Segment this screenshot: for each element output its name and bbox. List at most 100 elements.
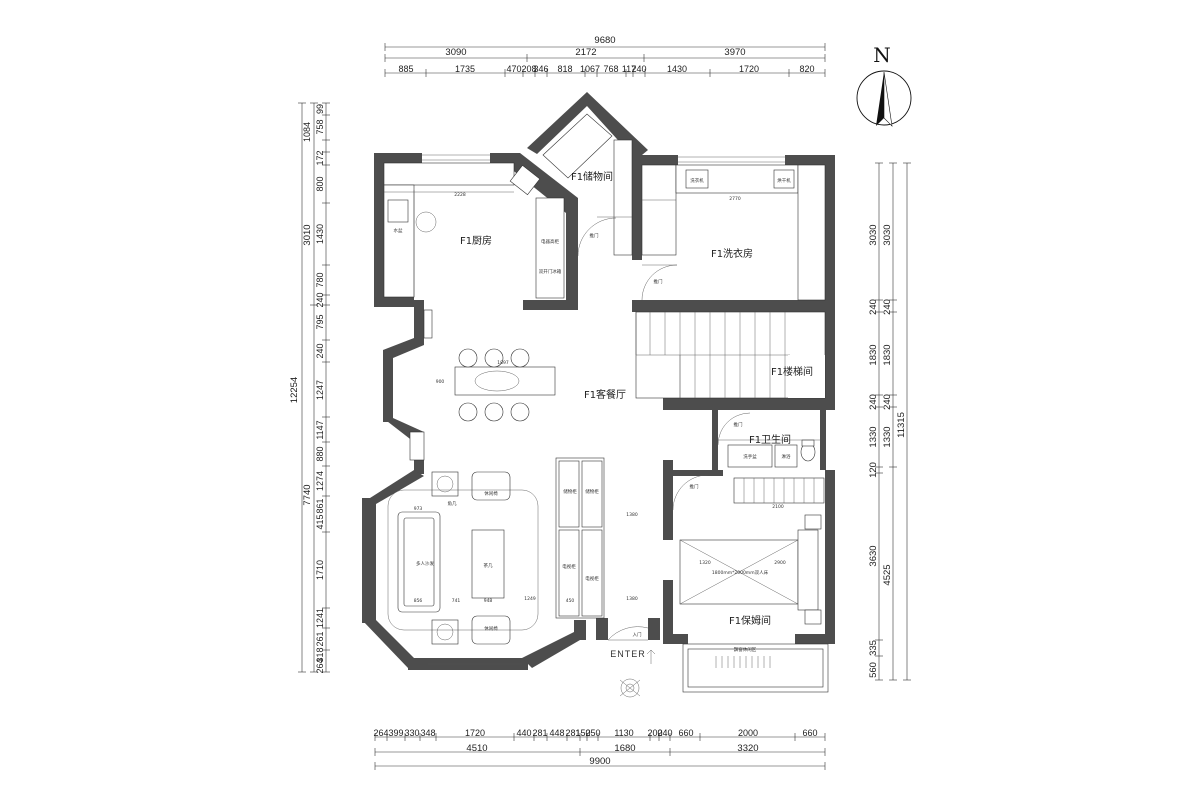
bathroom-furniture: F1卫生间 洗手盆 淋浴 推门: [717, 412, 820, 468]
living-storage-label-2: 储物柜: [585, 488, 599, 495]
kitchen-sink-label: 水盆: [394, 227, 403, 234]
dim-right-total: 11315: [896, 412, 907, 438]
room-nanny: F1保姆间: [729, 614, 771, 627]
nanny-bed-label: 1800mm*2000mm双人床: [712, 569, 769, 576]
laundry-furniture: 洗衣机 烘干机 2770 F1洗衣房 推门: [641, 164, 826, 301]
dim-left-d3: 1084: [302, 122, 312, 142]
living-chair-label-1: 休闲椅: [484, 490, 498, 497]
dim-right-m2-2: 240: [882, 299, 893, 315]
dim-bot-d1: 264: [373, 728, 388, 738]
living-storage-label: 储物柜: [563, 488, 577, 495]
dim-left-d7: 1430: [315, 224, 325, 244]
dim-left-d20: 1710: [315, 560, 325, 580]
north-label: N: [873, 43, 891, 67]
room-laundry: F1洗衣房: [711, 247, 753, 260]
living-dim-8: 1380: [626, 596, 638, 602]
north-arrow: N: [856, 43, 912, 127]
nanny-push-door: 推门: [690, 483, 699, 490]
laundry-dryer-label: 烘干机: [777, 177, 791, 184]
entrance: 入门 ENTER: [607, 626, 656, 698]
living-dim-6: 450: [566, 598, 575, 604]
dim-left-d17: 1274: [315, 471, 325, 491]
bathroom-shower-label: 淋浴: [782, 453, 791, 460]
laundry-washer-label: 洗衣机: [690, 177, 704, 184]
dim-bot-d5: 1720: [465, 728, 485, 738]
entry-door-label: 入门: [633, 631, 642, 638]
dim-top-d9: 117: [622, 64, 636, 74]
living-dim-2: 973: [414, 506, 423, 512]
living-dining-furniture: 1897 900 储物柜 储物柜 电视柜 电视柜 多人沙发 茶几 角几 休闲椅 …: [387, 309, 638, 645]
dim-left-d21: 1241: [315, 608, 325, 628]
room-stair: F1楼梯间: [771, 365, 813, 378]
living-tv-label-2: 电视柜: [585, 575, 599, 582]
dim-right-m9: 335: [868, 640, 879, 656]
dim-top-d3: 470: [506, 64, 521, 74]
dim-top-mid-1: 3090: [445, 47, 466, 58]
dim-left-d16: 880: [315, 446, 325, 461]
room-bathroom: F1卫生间: [749, 433, 791, 446]
dim-bot-d8: 448: [549, 728, 564, 738]
living-tv-label: 电视柜: [562, 563, 576, 570]
dim-bot-d12: 1130: [614, 728, 633, 738]
storage-furniture: F1储物间 推门: [542, 113, 633, 257]
dim-bot-d11: 250: [585, 728, 600, 738]
walls: [362, 92, 835, 670]
dim-right-m1: 3030: [868, 224, 879, 245]
enter-label: ENTER: [610, 649, 646, 659]
laundry-push-door: 推门: [654, 278, 663, 285]
dim-top-d2: 1735: [455, 64, 475, 74]
dim-right-m2-5: 1330: [882, 426, 893, 447]
dim-bot-d14: 240: [657, 728, 672, 738]
dim-top-d7: 1067: [580, 64, 600, 74]
living-dim-3: 856: [414, 598, 423, 604]
nanny-window-seat: 飘窗休闲区: [734, 646, 757, 653]
left-dimensions: 12254 3010 7740 99 758 1084 172 800 1430…: [289, 102, 330, 674]
bottom-dimensions: 264 399 330 348 1720 440 281 448 281 150…: [373, 728, 826, 770]
kitchen-oven-label: 电器高柜: [541, 238, 559, 245]
dim-left-d2: 758: [315, 119, 325, 134]
room-kitchen: F1厨房: [460, 234, 492, 247]
dim-bot-m2: 1680: [614, 743, 635, 754]
stair-room: F1楼梯间: [635, 311, 826, 399]
living-dim-1: 1249: [524, 596, 536, 602]
dim-bot-d15: 660: [678, 728, 693, 738]
dim-left-d1: 99: [315, 104, 325, 114]
dim-top-d10: 240: [631, 64, 646, 74]
storage-push-door: 推门: [590, 232, 599, 239]
bathroom-push-door: 推门: [734, 421, 743, 428]
living-dim-4: 741: [452, 598, 461, 604]
dim-bot-d10: 150: [575, 728, 590, 738]
living-dim-7: 1380: [626, 512, 638, 518]
right-dimensions: 11315 3030 240 1830 240 1330 4525 3030 2…: [868, 162, 911, 681]
dim-bot-m1: 4510: [466, 743, 487, 754]
dim-top-mid-3: 3970: [724, 47, 745, 58]
dim-top-d5: 346: [533, 64, 548, 74]
nanny-dim-1: 2900: [774, 560, 786, 566]
dim-bot-m3: 3320: [737, 743, 758, 754]
nanny-dim-2: 1320: [699, 560, 711, 566]
kitchen-furniture: 水盆 电器高柜 双开门冰箱 2228 F1厨房: [383, 162, 565, 299]
dim-right-m6: 120: [868, 462, 879, 478]
living-side-table-label: 角几: [448, 500, 457, 507]
dim-left-d8: 780: [315, 272, 325, 287]
dim-left-d11: 240: [315, 343, 325, 358]
dim-bot-d13: 200: [647, 728, 662, 738]
dim-right-m5: 1330: [868, 426, 879, 447]
enter-arrow-icon: [646, 649, 656, 664]
dim-top-d1: 885: [398, 64, 413, 74]
room-storage: F1储物间: [571, 170, 613, 183]
dim-left-d25: 264: [315, 658, 325, 673]
dim-bot-d9: 281: [565, 728, 580, 738]
dim-bot-d3: 330: [404, 728, 419, 738]
dim-bot-d17: 660: [802, 728, 817, 738]
dim-left-d4: 172: [315, 150, 325, 165]
dim-right-m7: 3630: [868, 545, 879, 566]
dim-left-d24: 318: [315, 647, 325, 662]
dim-top-d8: 768: [603, 64, 618, 74]
dim-bot-d6: 440: [516, 728, 531, 738]
dim-right-m2: 240: [868, 299, 879, 315]
dim-bot-d2: 399: [388, 728, 403, 738]
dim-top-d13: 820: [799, 64, 814, 74]
dim-left-d6: 800: [315, 176, 325, 191]
